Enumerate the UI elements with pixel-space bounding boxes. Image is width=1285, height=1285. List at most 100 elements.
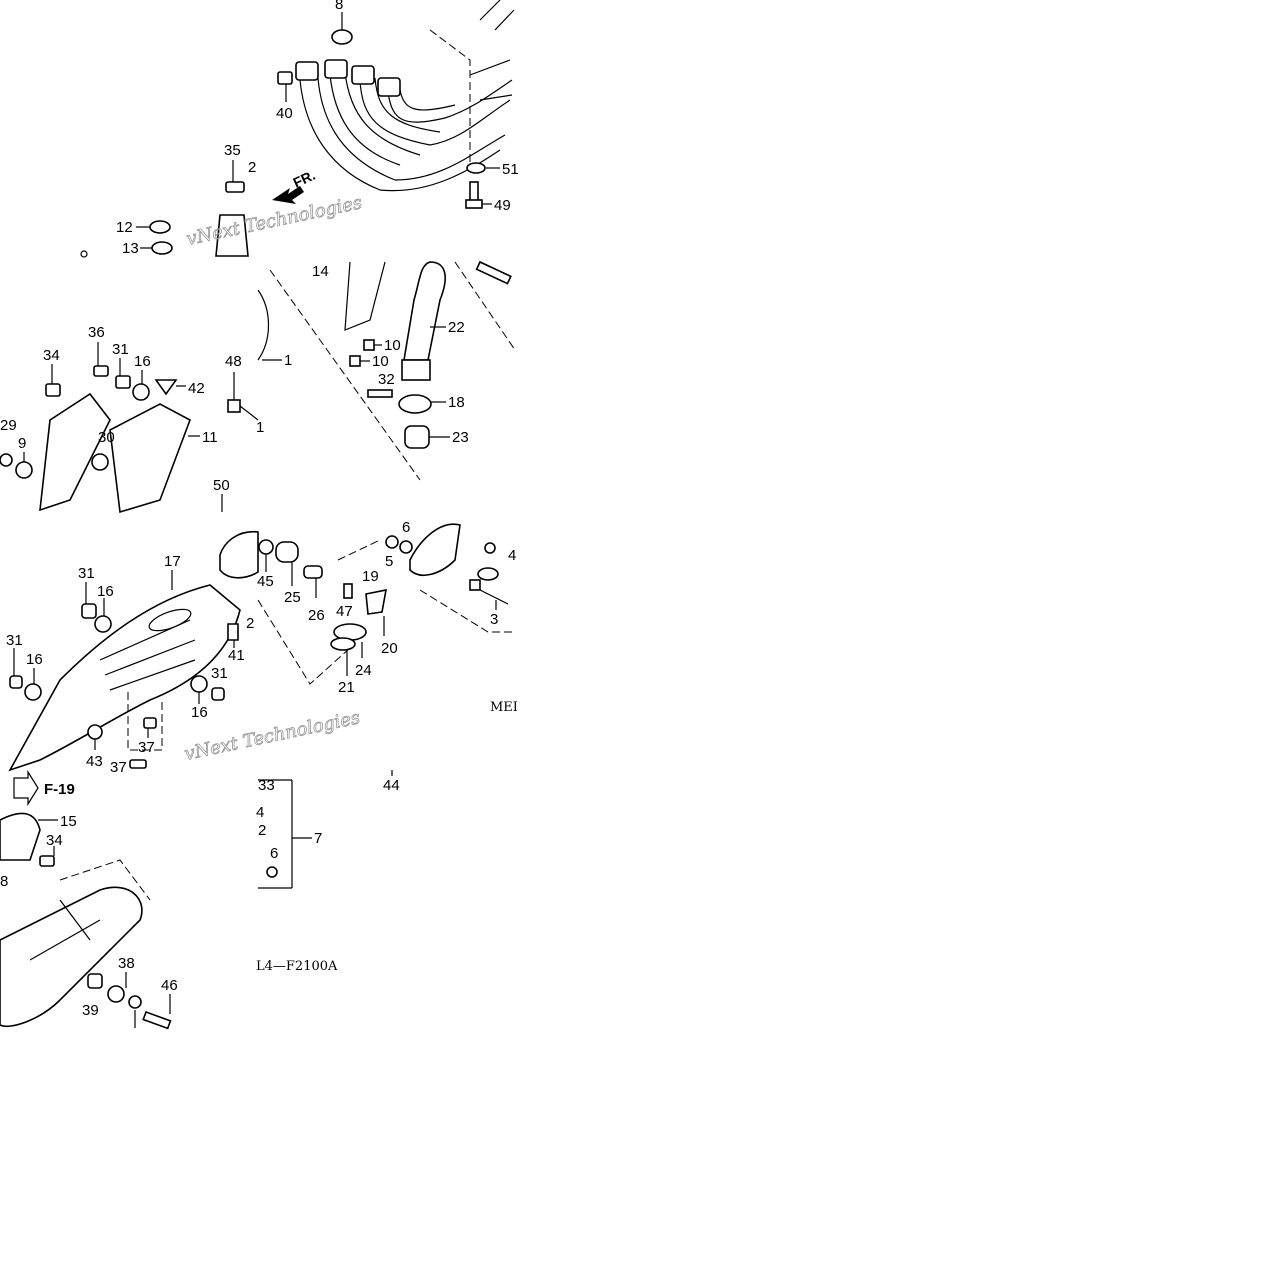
kit-callout-2: 2 [258,822,266,839]
edge-code: MEI [490,700,518,715]
muffler-body [0,886,143,1027]
part-22-pipe [403,261,446,361]
callout-14: 14 [312,263,329,280]
callout-45: 45 [257,573,274,590]
callout-23: 23 [452,429,469,446]
callout-30: 30 [98,429,115,446]
callout-8: 8 [335,0,343,13]
callout-38: 38 [118,955,135,972]
callout-13: 13 [122,240,139,257]
part-17-muffler-cover [8,584,241,772]
part-36-bolt [93,365,109,377]
ref-arrow-f19: F-19 [13,769,75,807]
kit-callout-6: 6 [270,845,278,862]
diagram-code: L4—F2100A [256,959,338,974]
callout-10a: 10 [384,337,401,354]
part-12-grommet [149,220,171,234]
callout-31d: 31 [211,665,228,682]
kit-callout-4: 4 [256,804,264,821]
callout-22: 22 [448,319,465,336]
callout-16b: 16 [97,583,114,600]
callout-43: 43 [86,753,103,770]
part-42-cap [154,379,178,396]
part-13-grommet [151,241,173,255]
part-heat-shield-left [39,392,111,512]
callout-26: 26 [308,607,325,624]
part-25-collar [275,541,299,563]
front-direction-arrow: FR. [272,167,318,204]
part-49-bolt [469,181,479,203]
part-31b-bolt [81,603,97,619]
callout-49: 49 [494,197,511,214]
callout-6a: 6 [402,519,410,536]
callout-50: 50 [213,477,230,494]
part-31d-bolt [211,687,225,701]
part-34-bolt [45,383,61,397]
callout-11: 11 [202,429,218,446]
callout-37b: 37 [110,759,127,776]
callout-1: 1 [284,352,292,369]
callout-37a: 37 [138,739,155,756]
callout-39: 39 [82,1002,99,1019]
part-9-nut [15,461,33,479]
part-31a-bolt [115,375,131,389]
part-16b-grommet [94,615,112,633]
part-1-outline [257,289,269,361]
part-16a-grommet [132,383,150,401]
part-51-washer [466,162,486,174]
callout-3: 3 [490,611,498,628]
part-47-bolt [343,583,353,599]
callout-31a: 31 [112,341,129,358]
callout-20: 20 [381,640,398,657]
part-34b-bolt [39,855,55,867]
callout-32: 32 [378,371,395,388]
part-6-nut [399,540,413,554]
header-pipes [295,0,515,192]
callout-17: 17 [164,553,181,570]
part-11-shield [109,403,191,514]
part-45-washer [258,539,274,555]
part-41-clip [227,623,239,641]
callout-16d: 16 [191,704,208,721]
callout-48: 48 [225,353,242,370]
callout-34b: 34 [46,832,63,849]
callout-12: 12 [116,219,133,236]
part-18-clamp [398,394,432,414]
tile-top: 8 40 51 49 FR. 35 2 12 13 [80,0,519,258]
tile-row-2: 22 14 10 10 32 18 23 1 48 1 36 31 16 [0,260,516,514]
callout-41: 41 [228,647,245,664]
part-5-washer [385,535,399,549]
part-19-bracket [365,588,387,615]
callout-7: 7 [314,830,322,847]
callout-31c: 31 [6,632,23,649]
watermark-1: vNext Technologies [185,192,364,250]
callout-35: 35 [224,142,241,159]
ref-label: F-19 [44,781,75,798]
part-10a-nut [363,339,375,351]
part-39-bolt [87,973,103,989]
callout-47: 47 [336,603,353,620]
part-16c-grommet [24,683,42,701]
callout-21: 21 [338,679,355,696]
callout-8b: 8 [0,873,8,890]
callout-1b: 1 [256,419,264,436]
callout-46: 46 [161,977,178,994]
part-pipe-joint [215,214,249,257]
callout-16c: 16 [26,651,43,668]
callout-44: 44 [383,777,400,794]
tile-row-3: 17 31 16 31 16 41 2 31 16 37 43 37 4 [6,519,518,776]
part-heat-guard [219,530,259,579]
part-48-bolt [227,399,241,413]
callout-31b: 31 [78,565,95,582]
callout-25: 25 [284,589,301,606]
part-46-bolt [142,1010,172,1030]
part-22-flange [401,359,431,381]
part-37a-bolt [143,717,157,729]
callout-18: 18 [448,394,465,411]
part-8-clip [331,29,353,45]
tile-row-4: F-19 15 34 8 39 38 46 33 4 2 7 [0,769,400,1030]
part-30-grommet [91,453,109,471]
callout-16a: 16 [134,353,151,370]
part-35-bolt [225,181,245,193]
watermarks: vNext Technologies vNext Technologies [182,192,364,766]
